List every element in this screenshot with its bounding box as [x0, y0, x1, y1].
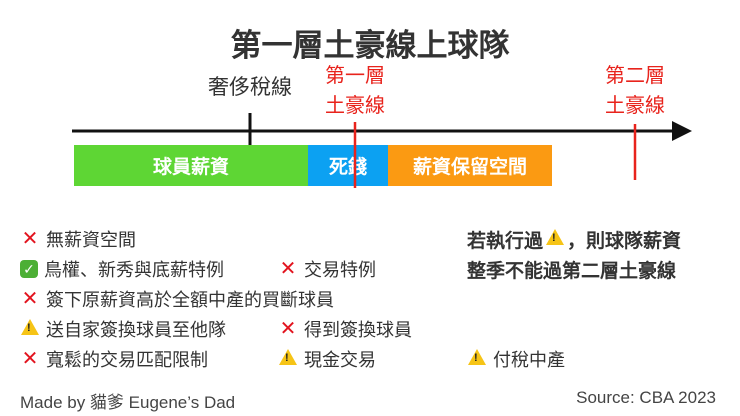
- rule-cash-trade: ! 現金交易: [278, 346, 376, 372]
- cross-icon: ✕: [21, 228, 39, 250]
- axis-arrow-icon: [672, 121, 692, 141]
- check-icon: ✓: [20, 260, 38, 278]
- warning-icon: !: [278, 348, 298, 370]
- bar-cap-space: 薪資保留空間: [388, 145, 552, 186]
- rule-buyout: ✕ 簽下原薪資高於全額中產的買斷球員: [20, 286, 334, 312]
- apron1-label-line1: 第一層: [325, 65, 385, 87]
- warning-icon: !: [467, 348, 487, 370]
- rule-text: 得到簽換球員: [304, 320, 412, 340]
- cross-icon: ✕: [279, 258, 297, 280]
- rule-taxpayer-mle: ! 付稅中產: [467, 346, 565, 372]
- cross-icon: ✕: [21, 288, 39, 310]
- rule-text: 無薪資空間: [46, 230, 136, 250]
- rule-text: 付稅中產: [493, 350, 565, 370]
- note-text: 若執行過: [467, 231, 544, 252]
- rule-trade-matching: ✕ 寬鬆的交易匹配限制: [20, 346, 208, 372]
- cross-icon: ✕: [21, 348, 39, 370]
- apron-lines: [353, 122, 637, 188]
- rule-text: 交易特例: [304, 260, 376, 280]
- rule-exceptions: ✓ 鳥權、新秀與底薪特例: [20, 256, 224, 282]
- note-line2: 整季不能過第二層土豪線: [467, 261, 677, 282]
- rule-no-cap-space: ✕ 無薪資空間: [20, 226, 136, 252]
- rule-send-sign-and-trade: ! 送自家簽換球員至他隊: [20, 316, 226, 342]
- rule-receive-sign-and-trade: ✕ 得到簽換球員: [278, 316, 412, 342]
- apron2-label-line2: 土豪線: [605, 95, 665, 117]
- rule-text: 鳥權、新秀與底薪特例: [44, 260, 224, 280]
- bar-player-salary: 球員薪資: [74, 145, 308, 186]
- rule-text: 寬鬆的交易匹配限制: [46, 350, 208, 370]
- rule-text: 送自家簽換球員至他隊: [46, 320, 226, 340]
- note-line1: 若執行過!，則球隊薪資: [467, 226, 681, 253]
- rule-text: 簽下原薪資高於全額中產的買斷球員: [46, 290, 334, 310]
- credit: Made by 貓爹 Eugene’s Dad: [20, 393, 236, 412]
- apron1-label-line2: 土豪線: [325, 95, 385, 117]
- page-title: 第一層土豪線上球隊: [230, 28, 510, 63]
- warning-icon: !: [20, 318, 40, 340]
- source: Source: CBA 2023: [576, 388, 716, 407]
- rule-text: 現金交易: [304, 350, 376, 370]
- axis-diagram: [72, 113, 692, 146]
- note-text: ，則球隊薪資: [567, 231, 682, 252]
- warning-icon: !: [545, 229, 565, 250]
- luxury-tax-label: 奢侈稅線: [208, 76, 292, 99]
- cross-icon: ✕: [279, 318, 297, 340]
- rule-trade-exception: ✕ 交易特例: [278, 256, 376, 282]
- apron2-label-line1: 第二層: [605, 65, 665, 87]
- bar-dead-money: 死錢: [308, 145, 388, 186]
